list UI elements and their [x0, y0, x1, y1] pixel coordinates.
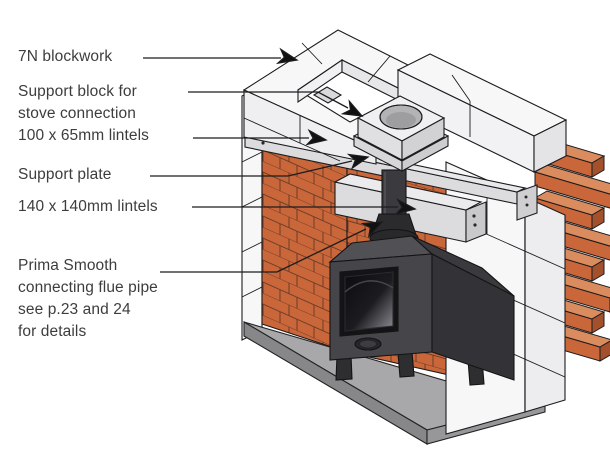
label-support-plate: Support plate: [18, 164, 112, 186]
label-flue-pipe: Prima Smooth connecting flue pipe see p.…: [18, 255, 158, 343]
support-block: [352, 95, 450, 172]
label-140-lintels-line1: 140 x 140mm lintels: [18, 198, 158, 215]
top-long-block: [396, 53, 568, 173]
label-flue-pipe-line3: see p.23 and 24: [18, 301, 131, 318]
label-support-block-line3: 100 x 65mm lintels: [18, 127, 150, 144]
label-flue-pipe-line2: connecting flue pipe: [18, 279, 158, 296]
label-support-block-line1: Support block for: [18, 83, 137, 100]
leader-lines: [143, 48, 417, 273]
label-support-block-line2: stove connection: [18, 105, 136, 122]
label-support-block: Support block for stove connection 100 x…: [18, 81, 149, 147]
label-7n-blockwork-line1: 7N blockwork: [18, 48, 113, 65]
label-flue-pipe-line4: for details: [18, 323, 87, 340]
stove: [328, 213, 515, 386]
label-7n-blockwork: 7N blockwork: [18, 46, 112, 68]
label-support-plate-line1: Support plate: [18, 166, 112, 183]
label-140-lintels: 140 x 140mm lintels: [18, 196, 158, 218]
label-flue-pipe-line1: Prima Smooth: [18, 257, 118, 274]
